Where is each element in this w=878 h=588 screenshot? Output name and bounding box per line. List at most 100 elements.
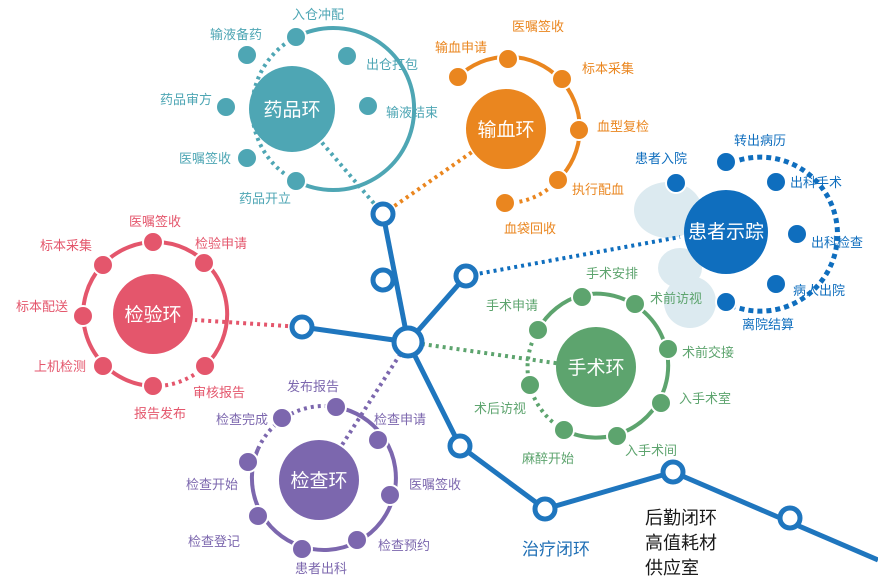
surgery-node[interactable] [519, 374, 541, 396]
pharmacy-node[interactable] [336, 45, 358, 67]
surgery-node[interactable] [624, 293, 646, 315]
surgery-node[interactable] [606, 425, 628, 447]
patient-node[interactable] [715, 151, 737, 173]
blood-node[interactable] [547, 169, 569, 191]
blood-node[interactable] [568, 119, 590, 141]
pharmacy-hub-title: 药品环 [263, 99, 320, 121]
lab-hub[interactable] [113, 274, 193, 354]
lab-label: 审核报告 [193, 386, 245, 401]
blood-hub[interactable] [466, 89, 546, 169]
exam-node[interactable] [247, 505, 269, 527]
exam-hub[interactable] [279, 440, 359, 520]
blood-label: 医嘱签收 [512, 19, 564, 35]
surgery-label: 术前交接 [682, 345, 734, 361]
exam-label: 检查开始 [186, 478, 238, 493]
patient-ring: 患者示踪 转出病历 出科手术 出科检查 病人出院 离院结算 患者入院 [635, 134, 863, 333]
central-hub-station[interactable] [391, 325, 425, 359]
lab-label: 标本采集 [40, 238, 92, 254]
exam-node[interactable] [379, 484, 401, 506]
pharmacy-label: 输液备药 [210, 27, 262, 43]
surgery-node[interactable] [571, 286, 593, 308]
path-station[interactable] [370, 201, 396, 227]
pharmacy-hub[interactable] [249, 66, 335, 152]
blood-hub-title: 输血环 [477, 119, 534, 141]
surgery-node[interactable] [527, 319, 549, 341]
blood-node[interactable] [497, 48, 519, 70]
path-stations [289, 201, 803, 531]
path-station[interactable] [453, 263, 479, 289]
pharmacy-label: 药品开立 [239, 192, 291, 207]
lab-label: 上机检测 [34, 360, 86, 375]
exam-node[interactable] [325, 396, 347, 418]
path-station[interactable] [370, 267, 396, 293]
lab-node[interactable] [142, 231, 164, 253]
treatment-loop-label: 治疗闭环 [522, 540, 590, 560]
pharmacy-node[interactable] [236, 147, 258, 169]
pharmacy-label: 输液结束 [386, 105, 438, 121]
patient-node[interactable] [665, 172, 687, 194]
blood-node[interactable] [551, 68, 573, 90]
surgery-label: 手术安排 [586, 267, 638, 282]
surgery-label: 术后访视 [474, 402, 526, 417]
surgery-node[interactable] [553, 419, 575, 441]
lab-label: 医嘱签收 [129, 214, 181, 230]
surgery-label: 术前访视 [650, 291, 702, 307]
surgery-label: 入手术室 [679, 391, 731, 407]
surgery-label: 麻醉开始 [522, 451, 574, 467]
patient-hub[interactable] [684, 190, 768, 274]
exam-node[interactable] [271, 407, 293, 429]
ring-connectors [194, 136, 681, 447]
surgery-node[interactable] [650, 392, 672, 414]
surgery-node[interactable] [657, 338, 679, 360]
patient-label: 患者入院 [635, 152, 687, 167]
blood-node[interactable] [494, 192, 516, 214]
patient-node[interactable] [715, 291, 737, 313]
lab-node[interactable] [193, 252, 215, 274]
logistics-label: 供应室 [645, 558, 699, 579]
surgery-hub[interactable] [556, 327, 636, 407]
exam-node[interactable] [237, 451, 259, 473]
patient-label: 出科检查 [811, 236, 863, 251]
lab-node[interactable] [92, 254, 114, 276]
exam-label: 检查完成 [216, 413, 268, 428]
exam-label: 检查登记 [188, 535, 240, 550]
path-station[interactable] [289, 314, 315, 340]
pharmacy-label: 入仓冲配 [292, 8, 344, 23]
blood-label: 输血申请 [435, 40, 487, 56]
pharmacy-node[interactable] [357, 95, 379, 117]
lab-label: 标本配送 [16, 300, 68, 315]
exam-label: 发布报告 [287, 379, 339, 395]
exam-node[interactable] [291, 538, 313, 560]
patient-node[interactable] [765, 273, 787, 295]
path-station[interactable] [532, 496, 558, 522]
pharmacy-node[interactable] [285, 170, 307, 192]
lab-node[interactable] [72, 305, 94, 327]
path-station[interactable] [660, 459, 686, 485]
pharmacy-node[interactable] [285, 26, 307, 48]
pharmacy-node[interactable] [215, 96, 237, 118]
blood-label: 血袋回收 [504, 222, 556, 237]
patient-label: 离院结算 [742, 317, 794, 333]
exam-node[interactable] [367, 429, 389, 451]
logistics-labels: 后勤闭环 高值耗材 供应室 [645, 508, 717, 579]
path-station[interactable] [447, 433, 473, 459]
pharmacy-label: 医嘱签收 [179, 151, 231, 167]
lab-node[interactable] [194, 355, 216, 377]
exam-node[interactable] [346, 529, 368, 551]
blood-label: 执行配血 [572, 183, 624, 198]
background-clouds [634, 182, 716, 328]
pharmacy-node[interactable] [236, 44, 258, 66]
blood-label: 标本采集 [582, 61, 634, 77]
surgery-hub-title: 手术环 [567, 357, 624, 379]
path-station[interactable] [777, 505, 803, 531]
patient-node[interactable] [786, 223, 808, 245]
blood-node[interactable] [447, 66, 469, 88]
patient-node[interactable] [765, 171, 787, 193]
lab-node[interactable] [92, 355, 114, 377]
logistics-label: 后勤闭环 [645, 508, 717, 529]
exam-label: 医嘱签收 [409, 477, 461, 493]
lab-ring: 检验环 医嘱签收 检验申请 审核报告 报告发布 上机检测 标本配送 标本采集 [16, 214, 247, 422]
lab-node[interactable] [142, 375, 164, 397]
lab-label: 报告发布 [134, 406, 186, 422]
